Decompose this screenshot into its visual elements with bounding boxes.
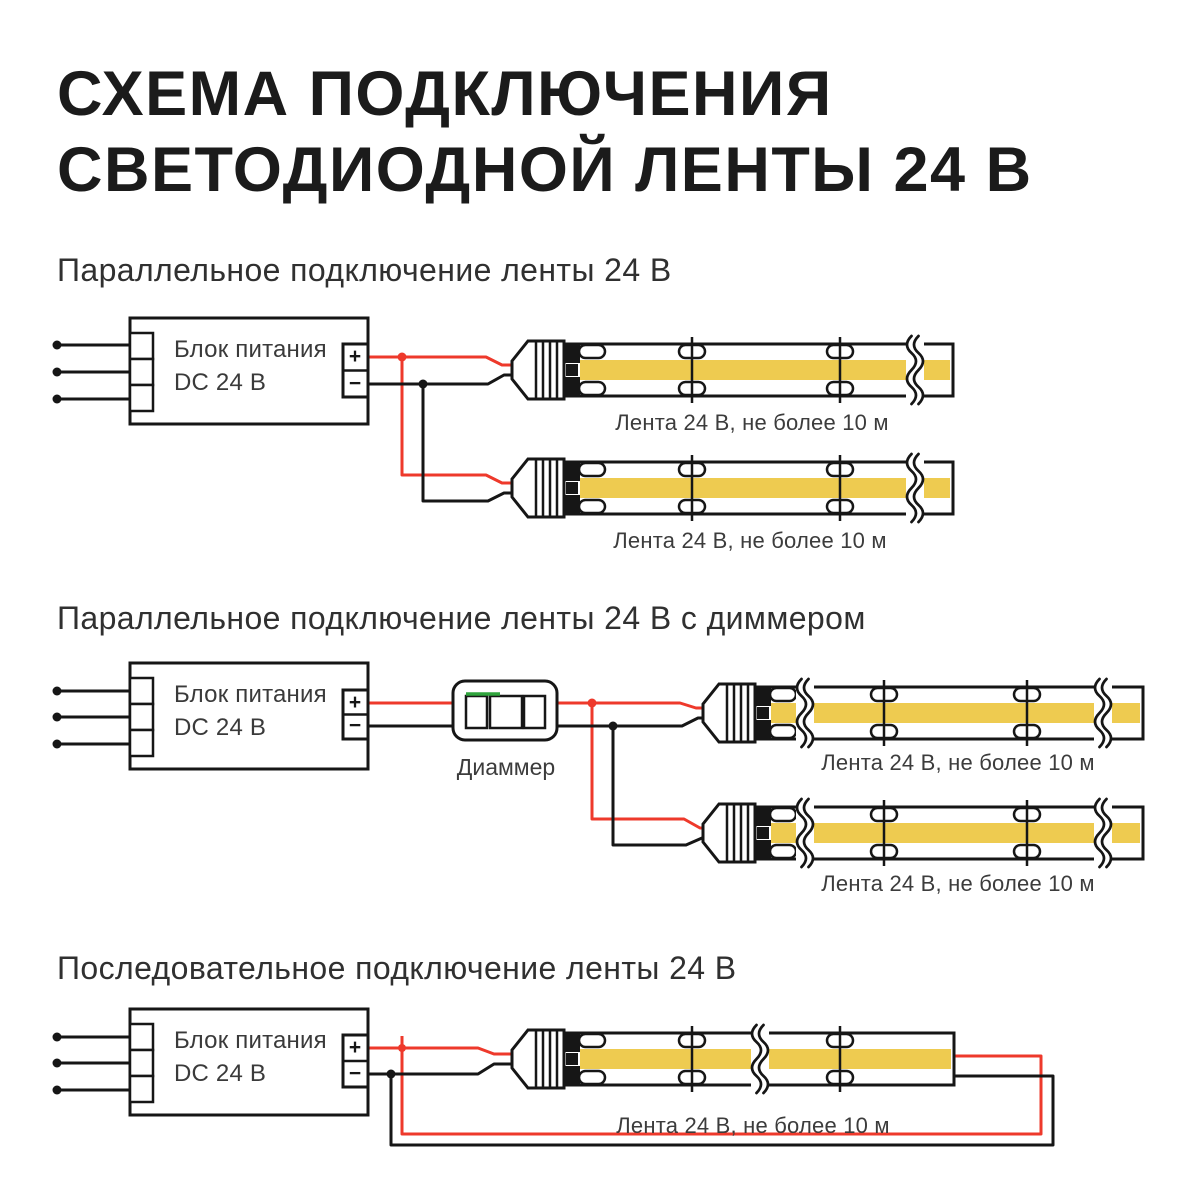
psu2-label: Блок питания DC 24 В — [174, 678, 327, 744]
section2-strip2-label: Лента 24 В, не более 10 м — [821, 871, 1095, 896]
section3-led-strip — [510, 1025, 956, 1093]
psu1-plus-terminal: + — [348, 345, 362, 368]
psu2-label-line2: DC 24 В — [174, 714, 267, 741]
psu2-plus-terminal: + — [348, 691, 362, 714]
section2-junction-dots — [587, 698, 618, 731]
section2-led-strip-2 — [701, 799, 1145, 867]
section1-strip2-label: Лента 24 В, не более 10 м — [613, 528, 887, 553]
section2-heading: Параллельное подключение ленты 24 В с ди… — [57, 600, 866, 636]
psu1-label-line1: Блок питания — [174, 336, 327, 363]
section2-psu — [52, 661, 370, 771]
section3-strip-label: Лента 24 В, не более 10 м — [616, 1113, 890, 1138]
section3-psu — [52, 1007, 370, 1117]
psu3-minus-terminal: − — [348, 1062, 362, 1085]
section3-heading: Последовательное подключение ленты 24 В — [57, 950, 737, 986]
psu3-plus-terminal: + — [348, 1036, 362, 1059]
dimmer — [451, 679, 559, 742]
psu2-minus-terminal: − — [348, 714, 362, 737]
psu3-label-line2: DC 24 В — [174, 1060, 267, 1087]
section2-led-strip-1 — [701, 679, 1145, 747]
section1-led-strip-2 — [510, 454, 955, 522]
psu1-label: Блок питания DC 24 В — [174, 333, 327, 399]
section1-wires — [368, 352, 512, 503]
section3-wires — [368, 1036, 1055, 1147]
section1-strip1-label: Лента 24 В, не более 10 м — [615, 410, 889, 435]
section1-heading: Параллельное подключение ленты 24 В — [57, 252, 672, 288]
page-title-line1: СХЕМА ПОДКЛЮЧЕНИЯ — [57, 59, 833, 129]
section2-strip1-label: Лента 24 В, не более 10 м — [821, 750, 1095, 775]
psu2-label-line1: Блок питания — [174, 681, 327, 708]
psu1-minus-terminal: − — [348, 372, 362, 395]
psu3-label-line1: Блок питания — [174, 1027, 327, 1054]
psu1-label-line2: DC 24 В — [174, 369, 267, 396]
page-title: СХЕМА ПОДКЛЮЧЕНИЯ СВЕТОДИОДНОЙ ЛЕНТЫ 24 … — [57, 56, 1033, 208]
section1-psu — [52, 316, 370, 426]
dimmer-label: Диаммер — [456, 754, 556, 780]
page-title-line2: СВЕТОДИОДНОЙ ЛЕНТЫ 24 В — [57, 135, 1033, 205]
section1-led-strip-1 — [510, 336, 955, 404]
psu3-label: Блок питания DC 24 В — [174, 1024, 327, 1090]
